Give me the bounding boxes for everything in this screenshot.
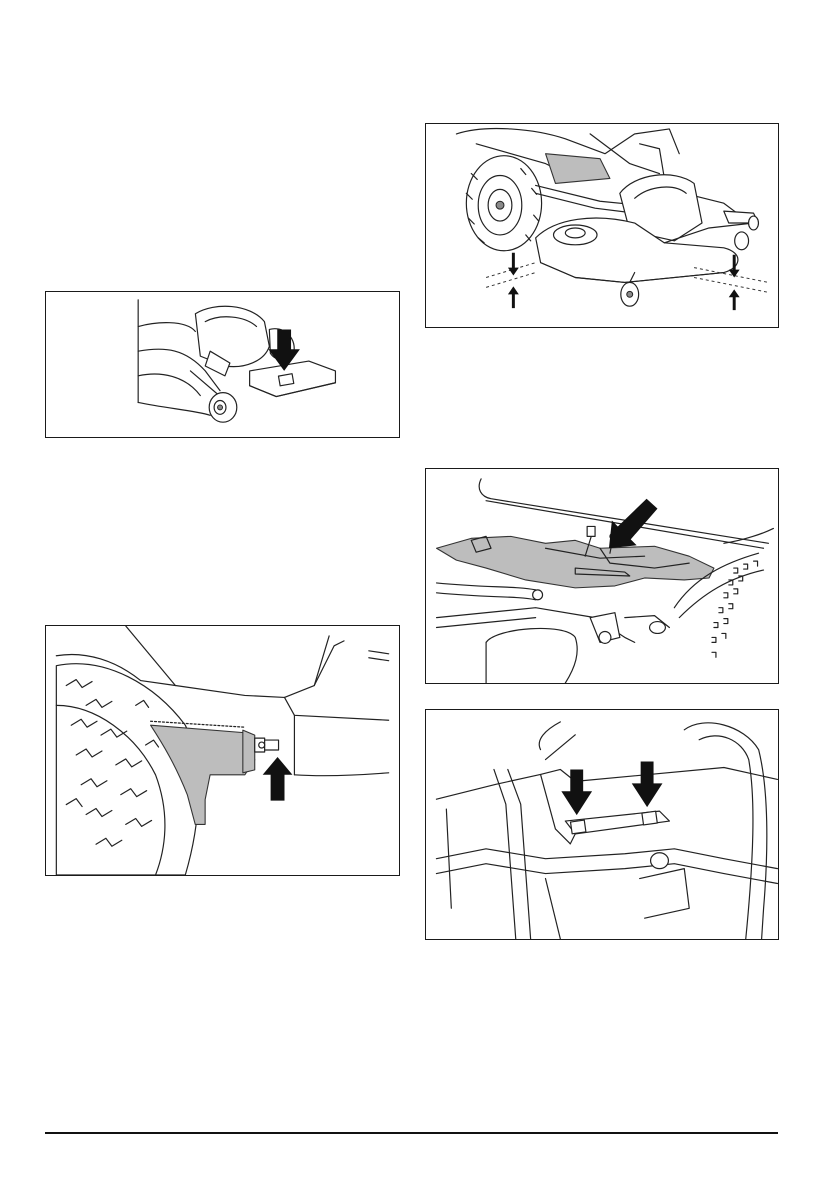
- mower-pedal-illustration: [46, 292, 399, 437]
- clamp-arrow-right: [632, 762, 663, 808]
- tyre-tread-pattern: [712, 561, 758, 657]
- figure-mower-deck-lower: [425, 123, 779, 328]
- footer-rule: [45, 1132, 778, 1134]
- wheel-bracket-illustration: [46, 626, 399, 875]
- mower-deck-illustration: [426, 124, 778, 327]
- push-up-arrow: [263, 757, 293, 801]
- figure-deck-plate: [425, 468, 779, 684]
- figure-wheel-bracket: [45, 625, 400, 876]
- deck-plate-illustration: [426, 469, 778, 683]
- clamp-tube-illustration: [426, 710, 778, 939]
- figure-mower-pedal: [45, 291, 400, 438]
- figure-clamp-tube: [425, 709, 779, 940]
- clamp-arrow-left: [561, 769, 592, 815]
